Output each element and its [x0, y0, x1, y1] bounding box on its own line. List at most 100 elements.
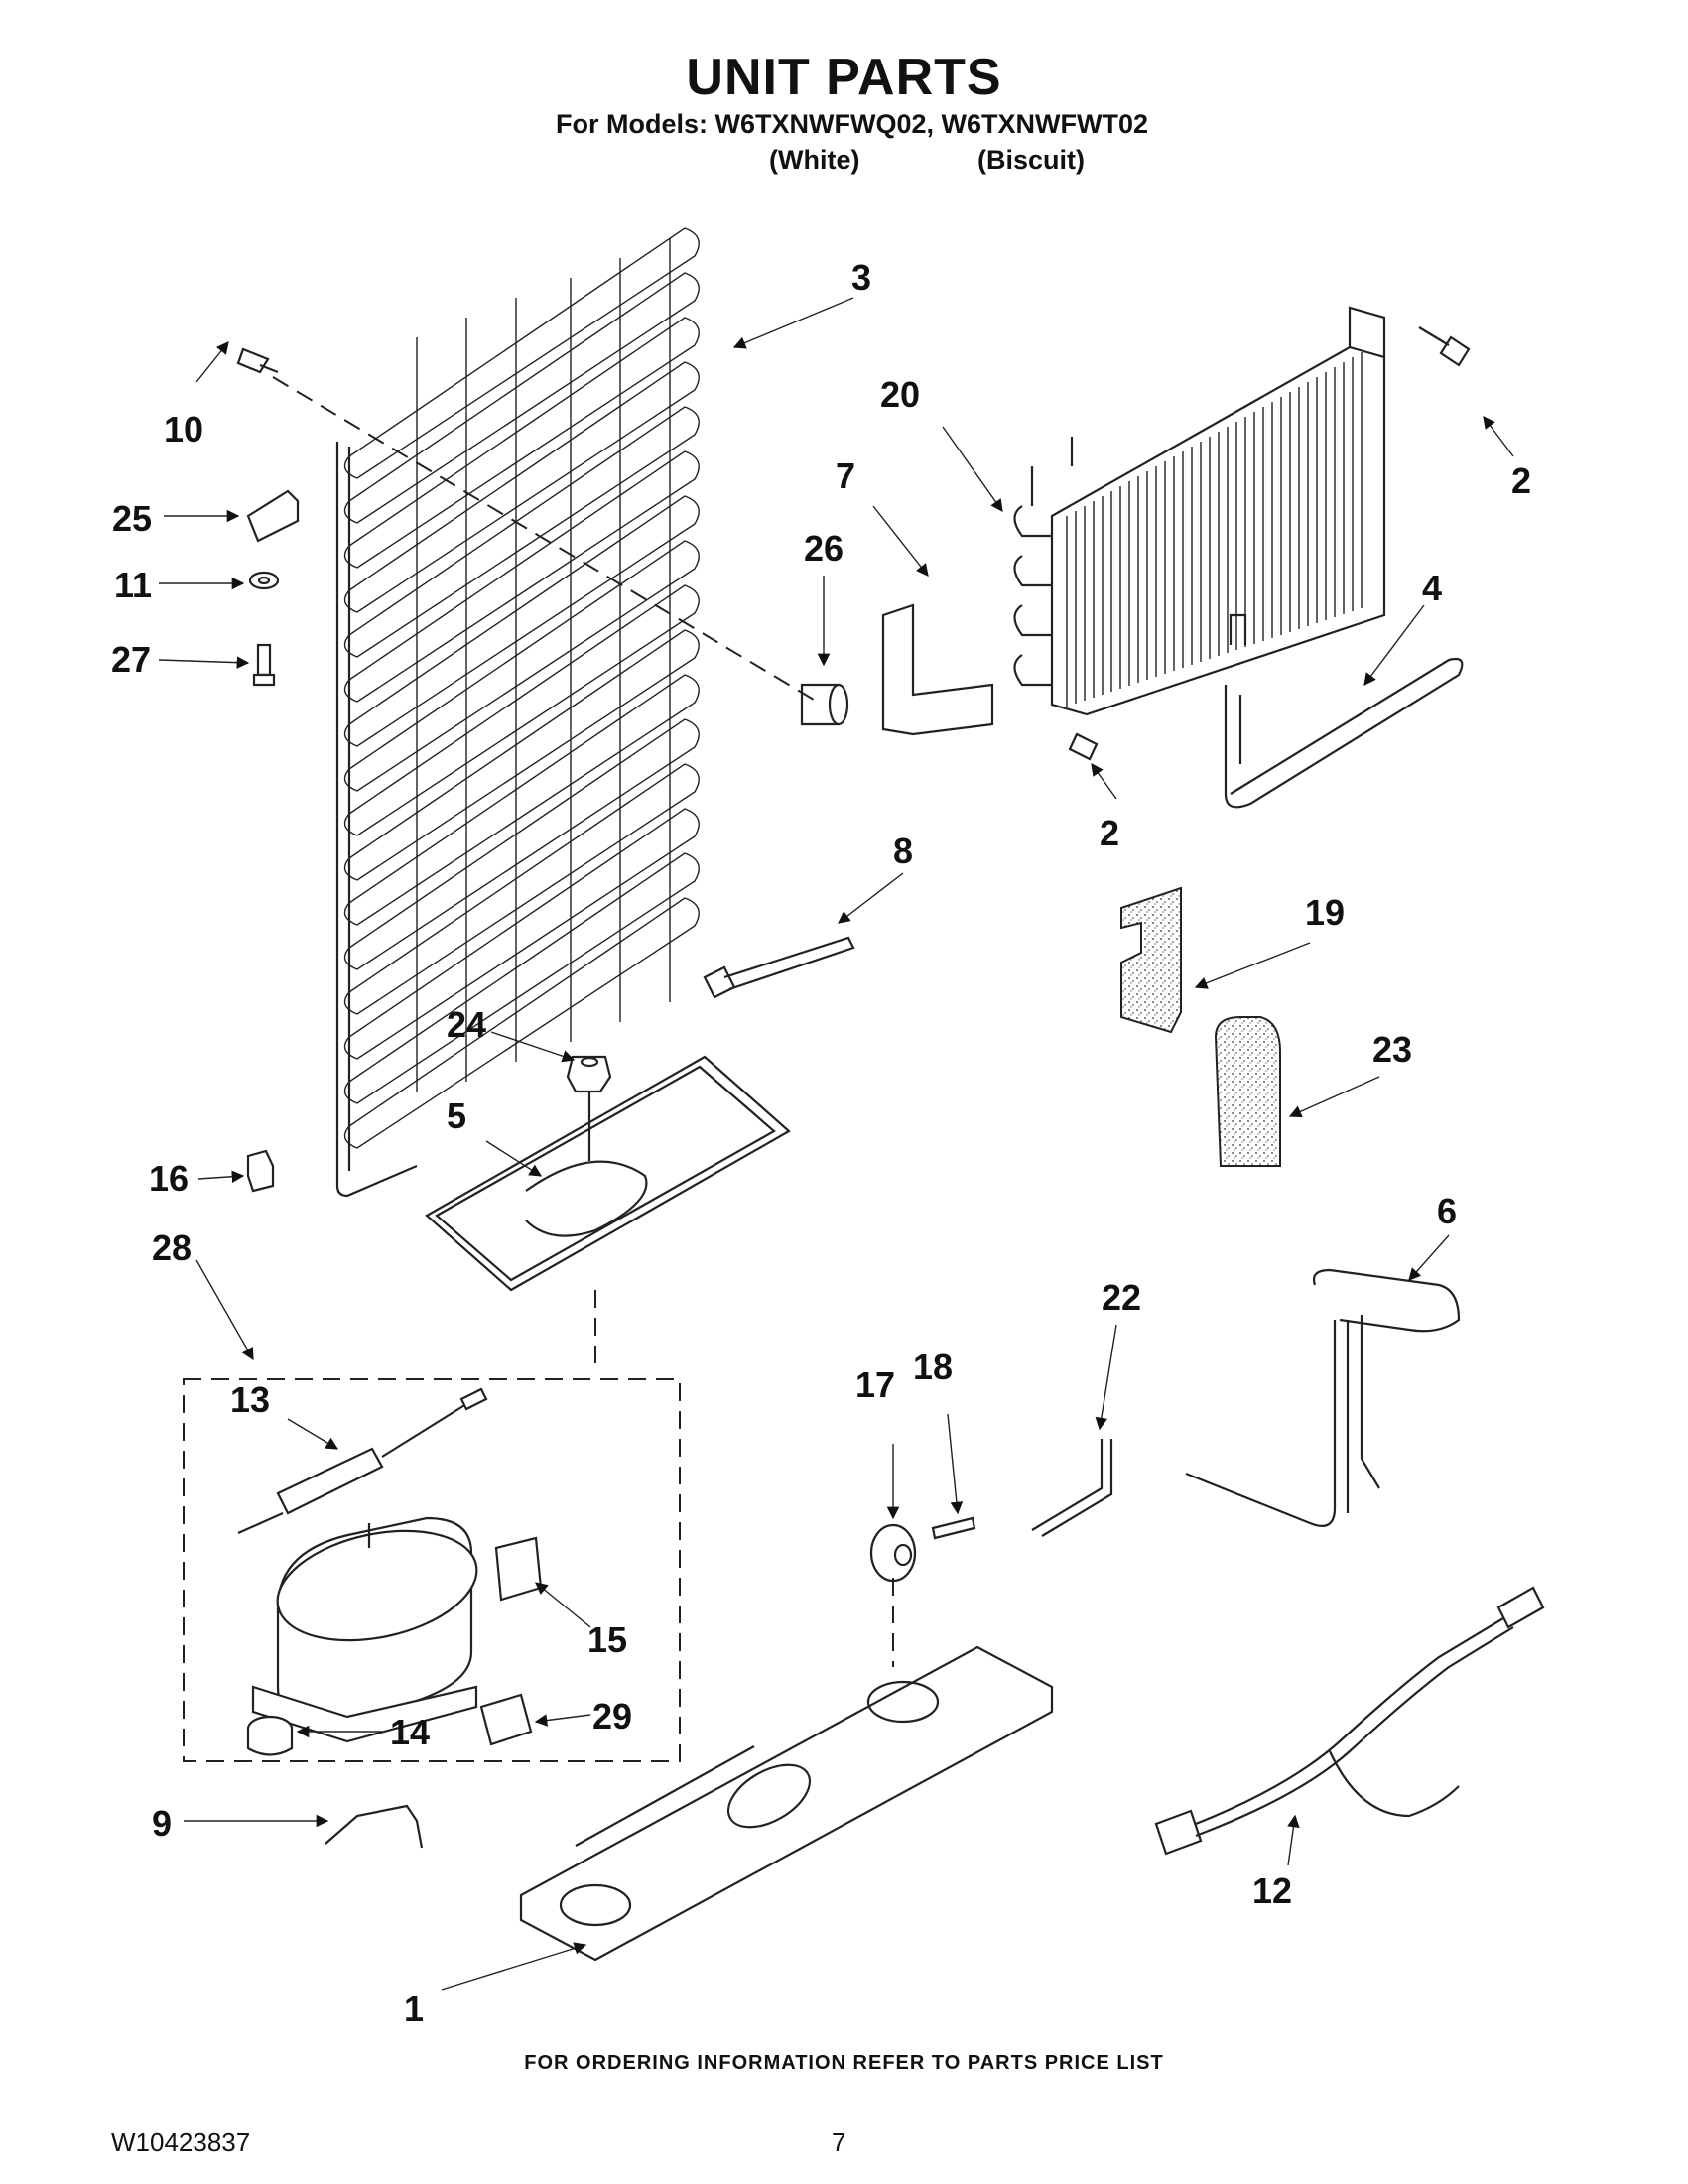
screw-10	[236, 347, 279, 374]
drain-pan	[425, 1055, 791, 1292]
callout-15: 15	[587, 1619, 627, 1660]
callout-26: 26	[804, 528, 844, 569]
leader-3	[732, 297, 854, 349]
ordering-note: FOR ORDERING INFORMATION REFER TO PARTS …	[524, 2052, 1164, 2074]
callout-23: 23	[1372, 1029, 1412, 1070]
roller	[869, 1523, 917, 1583]
callout-8: 8	[893, 831, 913, 871]
cable-tie	[703, 936, 855, 999]
leader-5	[485, 1140, 543, 1177]
callout-20: 20	[880, 374, 920, 415]
callout-12: 12	[1252, 1870, 1292, 1911]
screw-2-upper	[1418, 326, 1471, 367]
leader-7	[872, 505, 929, 577]
insulation-pad-19	[1120, 886, 1182, 1034]
models-line: For Models: W6TXNWFWQ02, W6TXNWFWT02	[556, 109, 1148, 139]
washer-11	[248, 571, 280, 590]
coil-loop	[343, 718, 700, 970]
callout-14: 14	[390, 1712, 430, 1752]
coil-loop	[343, 629, 700, 881]
callout-24: 24	[447, 1004, 486, 1045]
callout-18: 18	[913, 1347, 953, 1387]
screw-2-lower	[1068, 732, 1099, 761]
coil-loop	[343, 808, 700, 1060]
callout-11: 11	[114, 565, 152, 605]
callout-2-lower: 2	[1100, 813, 1119, 853]
leader-2-lower	[1091, 762, 1117, 800]
page-title: UNIT PARTS	[686, 49, 1002, 106]
roller-axle	[931, 1516, 976, 1540]
leader-13	[287, 1418, 339, 1450]
defrost-heater	[1224, 613, 1464, 809]
callout-22: 22	[1102, 1277, 1141, 1318]
callout-2-upper: 2	[1511, 460, 1531, 501]
page-number: 7	[832, 2127, 846, 2157]
coil-loop	[343, 406, 700, 658]
leader-8	[838, 872, 904, 924]
coil-loop	[343, 674, 700, 926]
coil-loop	[343, 584, 700, 836]
variant-white: (White)	[769, 145, 860, 175]
coil-loop	[343, 852, 700, 1104]
leader-27	[158, 656, 250, 669]
base-plate	[519, 1645, 1054, 1962]
callout-27: 27	[111, 639, 151, 680]
coil-loop	[343, 495, 700, 747]
coil-loop	[343, 450, 700, 703]
clip-16	[246, 1149, 275, 1193]
compressor-kit-outline	[183, 1290, 681, 1762]
relay	[494, 1536, 543, 1602]
leader-18	[947, 1413, 964, 1515]
leader-2-upper	[1483, 415, 1514, 457]
variant-biscuit: (Biscuit)	[977, 145, 1085, 175]
callout-19: 19	[1305, 892, 1345, 933]
leader-24	[490, 1031, 576, 1063]
compressor-grommet	[246, 1715, 294, 1756]
coil-loop	[343, 897, 700, 1149]
callout-16: 16	[149, 1158, 189, 1199]
callout-25: 25	[112, 498, 152, 539]
callout-10: 10	[164, 409, 203, 450]
leader-arrows	[158, 297, 1514, 1991]
wire-9	[325, 1804, 424, 1849]
leader-16	[197, 1170, 245, 1184]
evaporator	[1013, 306, 1386, 716]
tube-22	[1031, 1439, 1113, 1537]
callout-1: 1	[404, 1989, 424, 2029]
callout-13: 13	[230, 1379, 270, 1420]
bracket-25	[246, 489, 300, 543]
callout-6: 6	[1437, 1191, 1457, 1231]
callout-9: 9	[152, 1803, 172, 1844]
leader-6	[1408, 1234, 1450, 1281]
spacer	[800, 683, 849, 726]
screw-27	[252, 643, 276, 687]
callout-3: 3	[851, 257, 871, 298]
condenser-coil	[335, 227, 700, 1198]
screw-10-path	[272, 376, 815, 701]
evaporator-bracket	[881, 603, 994, 736]
leader-1	[441, 1942, 587, 1991]
leader-29	[534, 1714, 591, 1727]
callout-28: 28	[152, 1227, 192, 1268]
overload	[479, 1693, 533, 1746]
leader-20	[942, 426, 1003, 513]
leader-22	[1095, 1324, 1117, 1431]
leader-15	[535, 1582, 591, 1628]
insulation-pad-23	[1214, 1016, 1281, 1167]
callout-17: 17	[855, 1364, 895, 1405]
leader-23	[1288, 1076, 1380, 1118]
compressor	[251, 1516, 478, 1743]
tube-assembly	[1185, 1268, 1461, 1527]
document-number: W10423837	[111, 2127, 251, 2157]
drain-pan-nut	[566, 1055, 612, 1161]
coil-loop	[343, 763, 700, 1015]
callout-4: 4	[1422, 568, 1442, 608]
coil-loop	[343, 361, 700, 613]
coil-loop	[343, 272, 700, 524]
leader-28	[195, 1259, 254, 1361]
coil-loop	[343, 227, 700, 479]
leader-12	[1287, 1814, 1300, 1866]
drier	[237, 1387, 488, 1535]
coil-loop	[343, 540, 700, 792]
